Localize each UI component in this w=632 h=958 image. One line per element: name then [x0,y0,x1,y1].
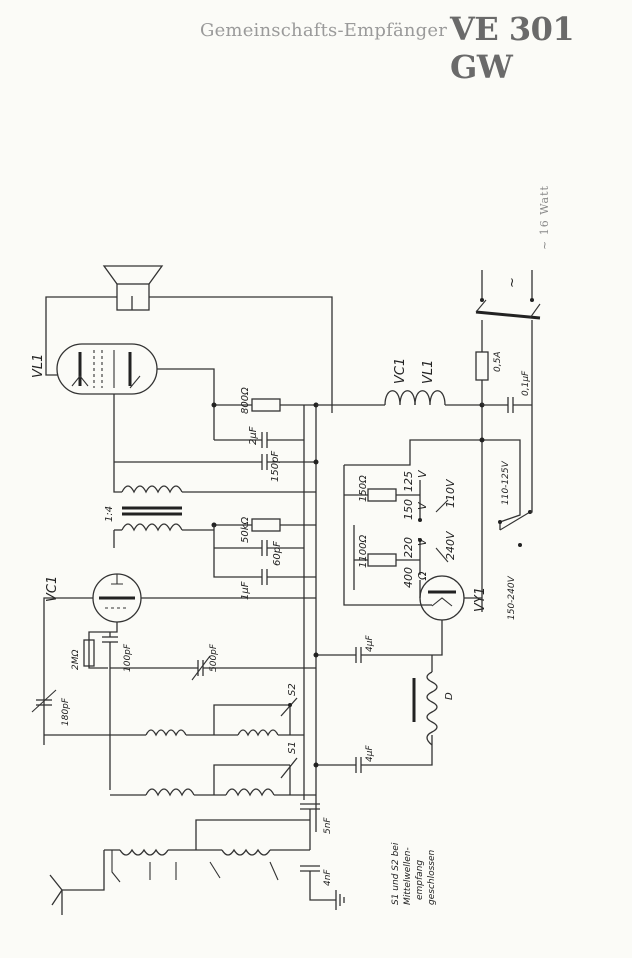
cap-4uf-top-label: 4µF [365,635,375,652]
switch-s1-icon [280,757,298,779]
cap-01uf-label: 0,1µF [521,370,531,396]
mains-switch-icon [475,310,541,320]
tube-vl1-icon [56,343,158,395]
tube-vc1-icon [92,573,142,623]
note-line-1: S1 und S2 bei [391,842,401,905]
resistor-50k-icon [251,518,281,532]
ground-icon [335,890,345,910]
switch-s2-label: S2 [287,683,298,696]
switch-s1-label: S1 [287,741,298,754]
choke-d-label: D [444,692,455,700]
heater-vl1-label: VL1 [421,360,436,384]
antenna-icon [49,874,63,915]
res-1100-label: 1100Ω [358,535,369,568]
res-150-label: 150Ω [358,475,369,502]
note-line-3: empfang [415,860,425,900]
coil-upper-left-icon [145,729,187,737]
resistor-2m-icon [83,639,95,667]
tube-vy1-label: VY1 [473,587,488,612]
diagram-subtitle: Gemeinschafts-Empfänger [200,20,448,41]
heater-vc1-icon [384,390,416,406]
cap-4nf-label: 4nF [323,869,333,886]
tube-vl1-label: VL1 [31,354,46,378]
ratio-label: 1:4 [104,506,115,522]
loudspeaker-icon [102,265,164,311]
note-line-4: geschlossen [427,849,437,905]
svg-text:~: ~ [505,277,520,288]
cap-100pf-label: 100pF [123,643,133,672]
tube-vc1-label: VC1 [45,576,60,602]
diagram-model-title: VE 301 GW [450,10,575,86]
cap-500pf-label: 500pF [209,643,219,672]
tap-220-label: 220 [402,537,415,558]
volt-110-label: 110V [444,478,457,508]
antenna-coil-right-icon [221,848,271,856]
res-2m-label: 2MΩ [71,650,81,670]
transformer-secondary-icon [121,523,183,532]
res-50k-label: 50kΩ [240,516,251,543]
res-800-label: 800Ω [240,387,251,414]
fuse-icon [475,351,489,381]
note-line-2: Mittelwellen- [403,847,413,905]
range-110-125-label: 110-125V [501,460,511,505]
tap-omega-label: Ω [416,571,429,581]
fuse-label: 0,5A [493,352,503,372]
range-150-240-label: 150-240V [507,575,517,620]
tap-v2-label: V [416,501,429,510]
choke-d-icon [426,671,438,746]
tube-vy1-icon [419,575,465,621]
antenna-coil-left-icon [119,848,169,856]
cap-4uf-bottom-label: 4µF [365,745,375,762]
volt-240-label: 240V [444,530,457,560]
coil-lower-left-icon [145,788,195,797]
tap-400-label: 400 [402,567,415,588]
resistor-1100-icon [367,553,397,567]
transformer-primary-icon [121,485,183,494]
tap-150-label: 150 [402,499,415,520]
cap-1uf-label: 1µF [240,581,251,600]
cap-2uf-label: 2µF [248,426,259,445]
coil-lower-right-icon [225,788,275,797]
coil-upper-right-icon [237,729,279,737]
heater-vl1-icon [414,390,446,406]
power-rating-label: ~ 16 Watt [538,185,551,250]
resistor-800-icon [251,398,281,412]
heater-vc1-label: VC1 [393,358,408,384]
cap-5nf-label: 5nF [323,817,333,834]
cap-60pf-label: 60pF [272,541,283,566]
cap-150pf-label: 150pF [270,451,281,482]
switch-s2-icon [280,697,298,717]
tap-v3-label: V [416,537,429,546]
tap-125-label: 125 [402,471,415,492]
tap-v1-label: V [416,469,429,478]
cap-180pf-label: 180pF [61,697,71,726]
resistor-150-icon [367,488,397,502]
